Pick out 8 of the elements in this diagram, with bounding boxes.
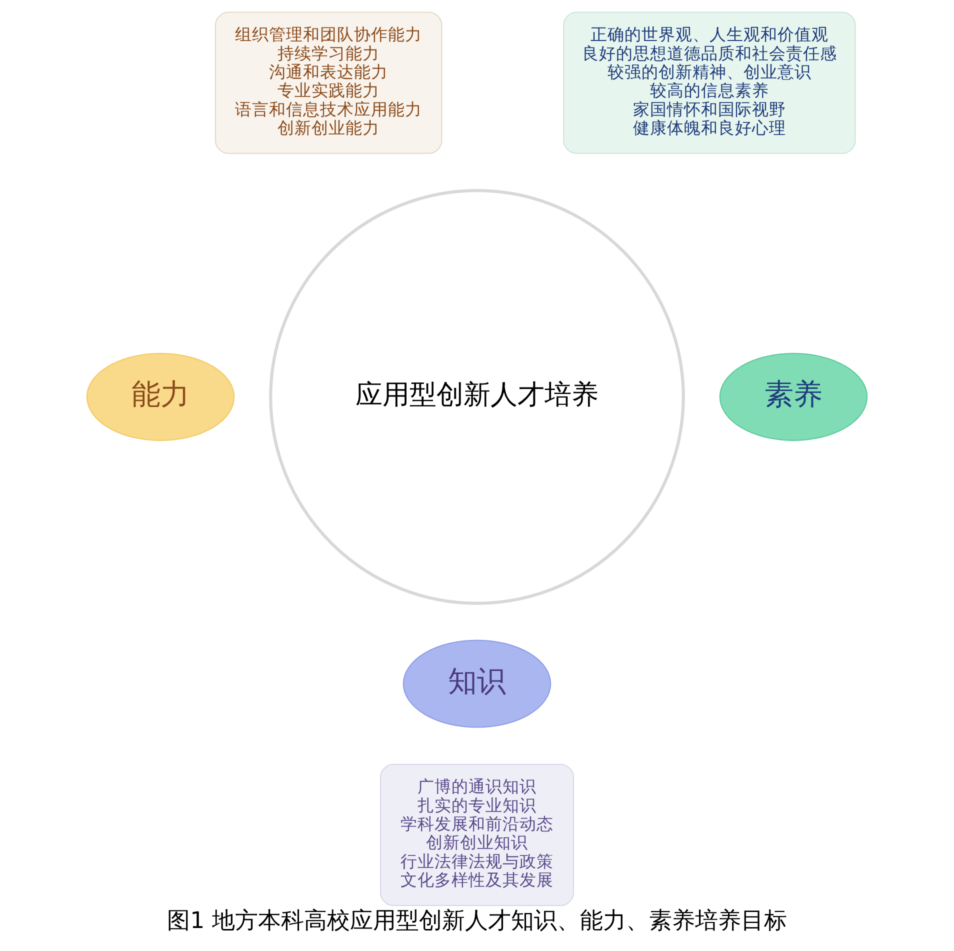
node-circle: 应用型创新人才培养 [269, 189, 685, 605]
node-box: 广博的通识知识 扎实的专业知识 学科发展和前沿动态 创新创业知识 行业法律法规与政策 文化多样性及其发展 [380, 764, 574, 906]
node-ellipse: 知识 [402, 640, 552, 728]
node-box: 正确的世界观、人生观和价值观 良好的思想道德品质和社会责任感 较强的创新精神、创业意识 较高的信息素养 家国情怀和国际视野 健康体魄和良好心理 [563, 12, 856, 154]
node-box: 组织管理和团队协作能力 持续学习能力 沟通和表达能力 专业实践能力 语言和信息技术应用能力 创新创业能力 [215, 12, 442, 154]
node-ellipse: 素养 [719, 352, 868, 441]
caption: 图1 地方本科高校应用型创新人才知识、能力、素养培养目标 [167, 908, 787, 934]
node-ellipse: 能力 [86, 352, 235, 441]
